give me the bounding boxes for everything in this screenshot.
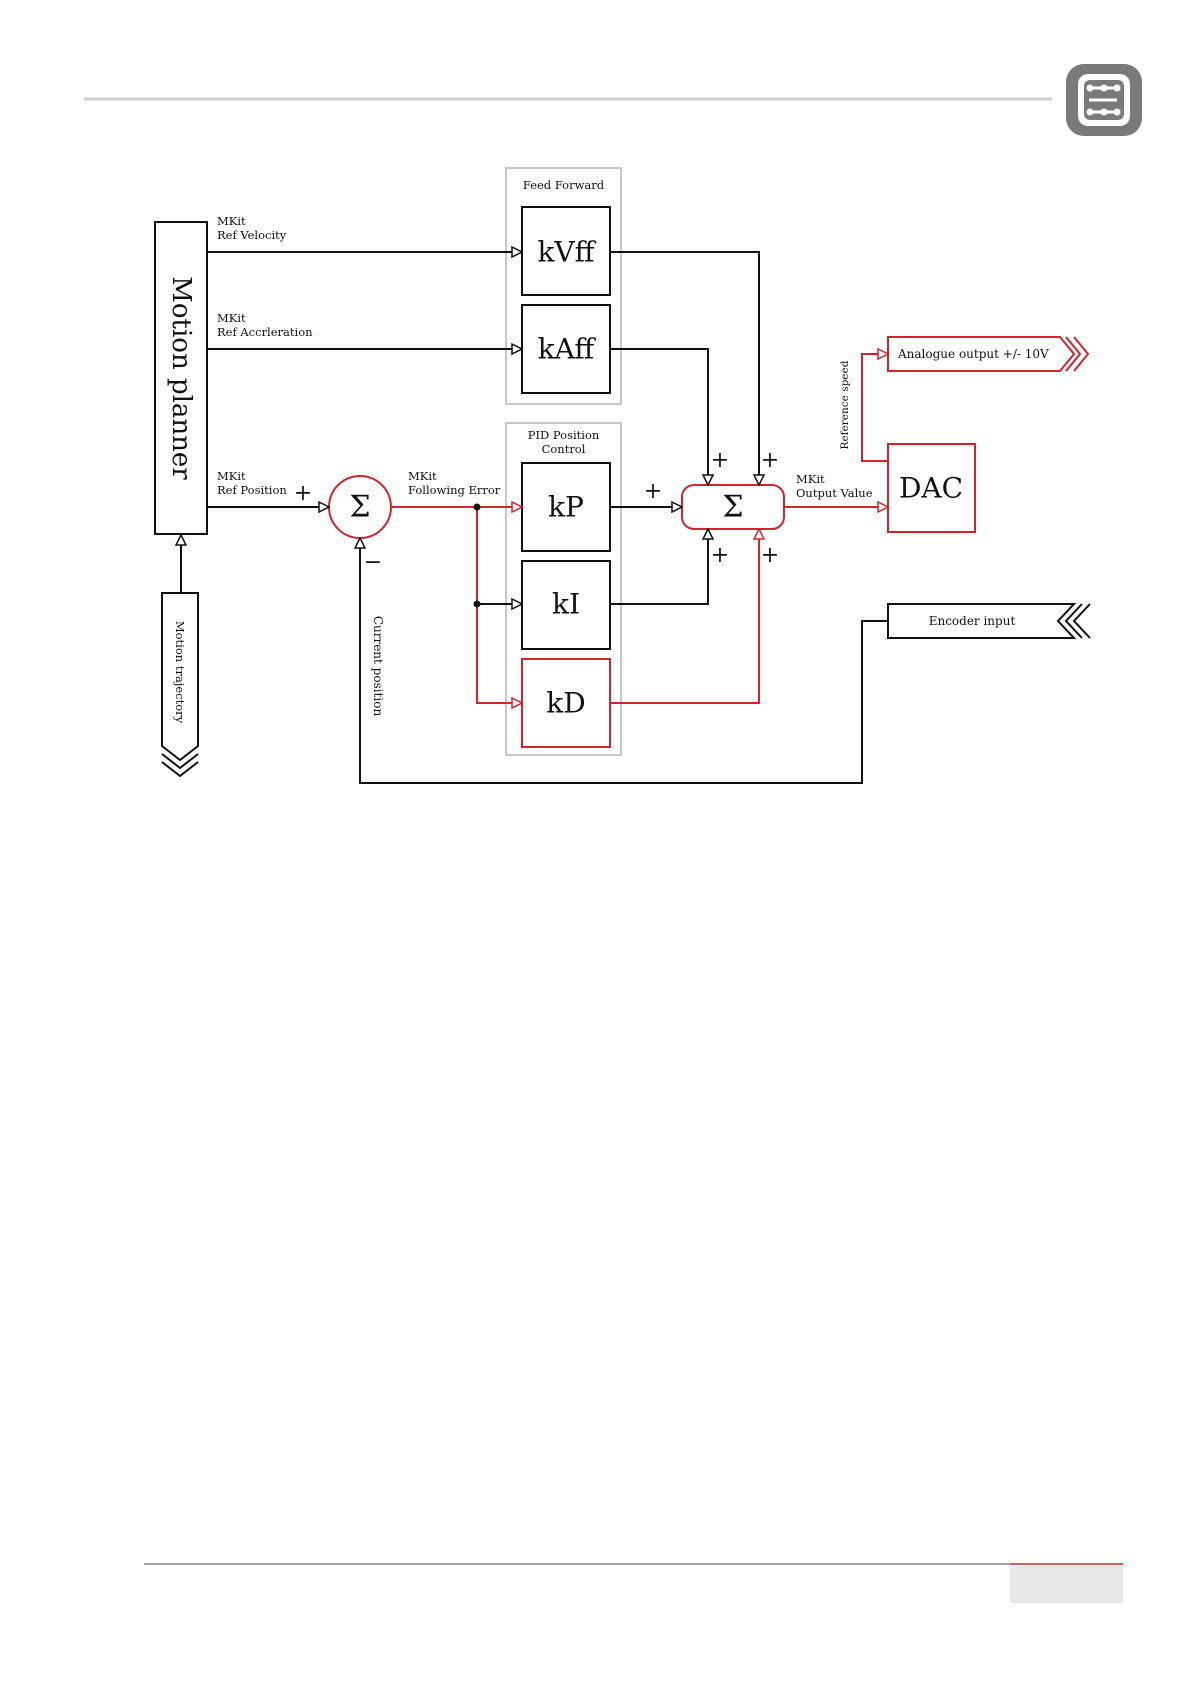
reference-speed-label: Reference speed — [839, 360, 851, 449]
plus-sign: + — [761, 543, 779, 568]
motion-trajectory-label: Motion trajectory — [173, 621, 187, 724]
analogue-output-label: Analogue output +/- 10V — [897, 347, 1049, 361]
error-sum-symbol: Σ — [349, 490, 370, 525]
plus-sign: + — [711, 543, 729, 568]
ref-position-label-1: MKit — [217, 469, 246, 483]
motion-planner-label: Motion planner — [166, 276, 196, 480]
current-position-label: Current position — [371, 616, 385, 717]
dac-to-analogue-wire — [862, 354, 888, 461]
plus-sign: + — [711, 448, 729, 473]
junction-dot — [474, 601, 481, 608]
kaff-label: kAff — [538, 333, 597, 366]
pid-label-line2: Control — [542, 442, 586, 456]
output-sum-symbol: Σ — [722, 490, 743, 525]
ref-acceleration-label-2: Ref Accrleration — [217, 325, 313, 339]
feed-forward-label: Feed Forward — [523, 178, 605, 192]
ref-acceleration-label-1: MKit — [217, 311, 246, 325]
ki-label: kI — [552, 588, 580, 621]
ref-velocity-label-1: MKit — [217, 214, 246, 228]
pid-label-line1: PID Position — [528, 428, 600, 442]
following-error-label-1: MKit — [408, 469, 437, 483]
kd-label: kD — [546, 687, 585, 720]
following-error-label-2: Following Error — [408, 483, 501, 497]
kvff-label: kVff — [537, 236, 596, 269]
plus-sign: + — [761, 448, 779, 473]
kp-label: kP — [548, 491, 584, 524]
output-value-label-1: MKit — [796, 472, 825, 486]
ref-velocity-label-2: Ref Velocity — [217, 228, 287, 242]
junction-dot — [474, 504, 481, 511]
ref-position-label-2: Ref Position — [217, 483, 287, 497]
page-number-tab — [1010, 1566, 1123, 1603]
encoder-input-label: Encoder input — [929, 614, 1016, 628]
cnc-board-logo-icon — [1066, 64, 1142, 136]
kvff-to-sum-wire — [610, 252, 759, 485]
output-value-label-2: Output Value — [796, 486, 873, 500]
dac-label: DAC — [899, 472, 963, 505]
encoder-feedback-wire — [360, 538, 888, 783]
plus-sign: + — [294, 481, 312, 506]
kd-to-sum-wire — [610, 529, 759, 703]
ki-to-sum-wire — [610, 529, 708, 604]
kaff-to-sum-wire — [610, 349, 708, 485]
minus-sign: − — [364, 550, 382, 575]
plus-sign: + — [644, 479, 662, 504]
